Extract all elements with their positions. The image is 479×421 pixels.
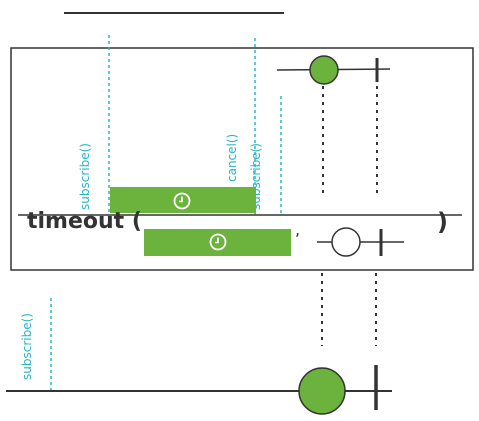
operator-box [10,47,474,271]
clock-icon [209,233,227,251]
subscribe-label-outer: subscribe() [78,143,92,210]
clock-icon [173,192,191,210]
emission-marble [309,55,339,85]
operator-close-paren: ) [437,208,448,236]
subscribe-label-bottom: subscribe() [20,313,34,380]
example-marble [331,227,361,257]
output-marble [298,367,346,415]
operator-name: timeout ( [27,209,142,234]
operator-separator: , [295,220,300,239]
cancel-label: cancel() [225,134,239,182]
